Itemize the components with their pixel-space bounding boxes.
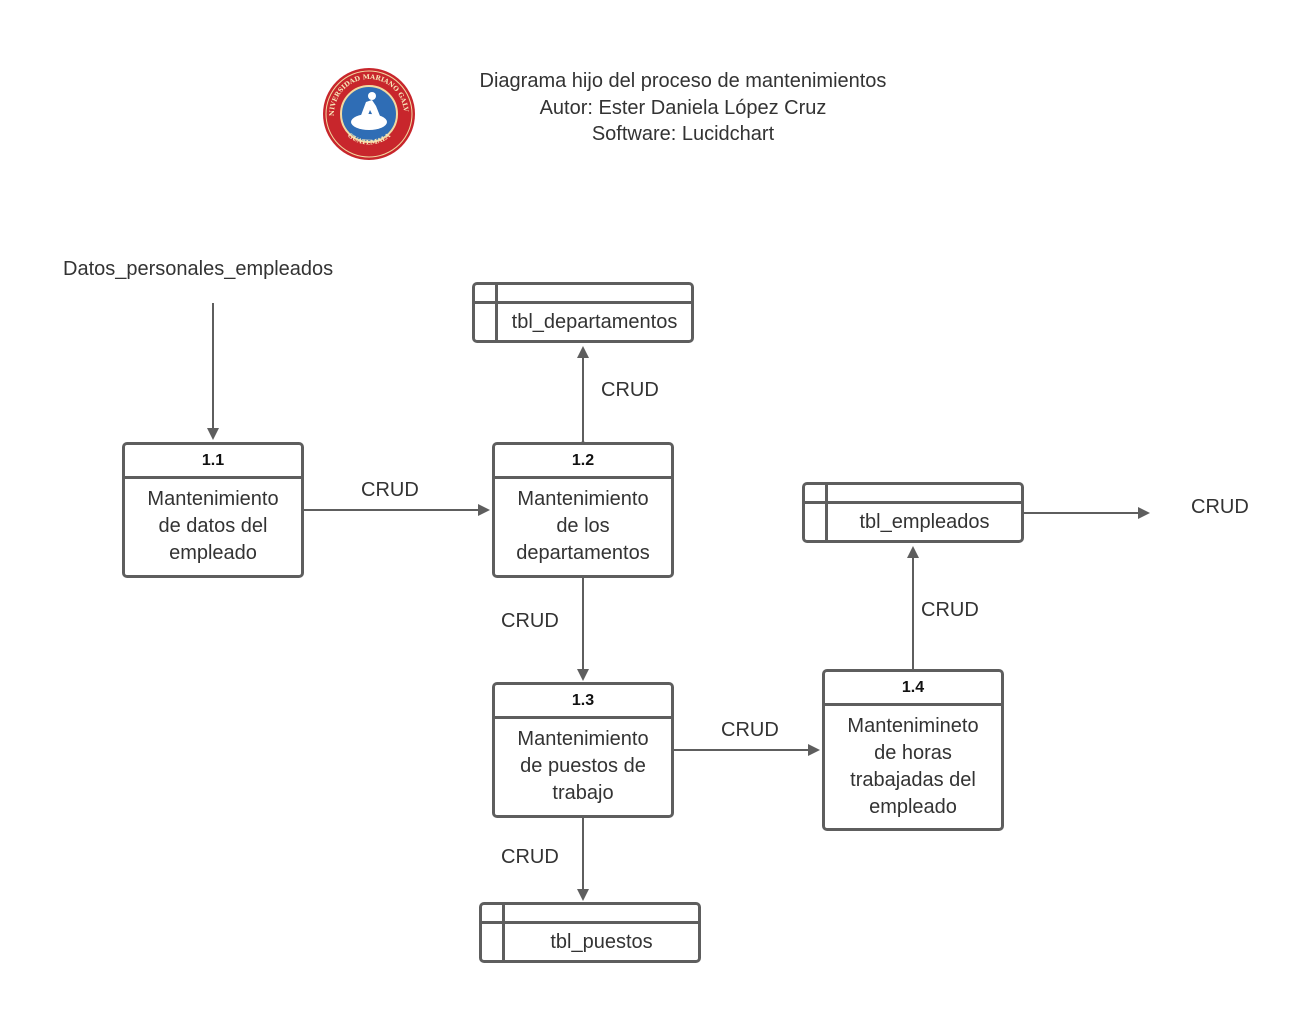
data-store-tbl-puestos: tbl_puestos (479, 902, 701, 963)
process-name-line: trabajadas del (850, 769, 976, 791)
flow-label: CRUD (361, 479, 419, 501)
store-divider (482, 921, 698, 924)
process-id: 1.3 (495, 685, 671, 719)
process-name-line: Mantenimiento (517, 728, 649, 750)
process-name-line: empleado (169, 542, 257, 564)
process-1-4: 1.4 Mantenimineto de horas trabajadas de… (822, 669, 1004, 831)
process-name: Mantenimiento de los departamentos (495, 479, 671, 567)
data-store-tbl-empleados: tbl_empleados (802, 482, 1024, 543)
process-name-line: empleado (869, 796, 957, 818)
process-name: Mantenimiento de puestos de trabajo (495, 719, 671, 807)
university-seal-icon: UNIVERSIDAD MARIANO GALVEZ GUATEMALA (317, 60, 418, 162)
store-name: tbl_puestos (550, 931, 653, 953)
process-1-1: 1.1 Mantenimiento de datos del empleado (122, 442, 304, 578)
flow-label: CRUD (1191, 496, 1249, 518)
process-name-line: de los (556, 515, 610, 537)
process-id: 1.4 (825, 672, 1001, 706)
process-name-line: trabajo (552, 782, 614, 804)
store-divider (502, 905, 505, 960)
process-name-line: Mantenimiento (517, 488, 649, 510)
store-name: tbl_empleados (859, 511, 990, 533)
process-name-line: de datos del (158, 515, 268, 537)
flow-label: CRUD (921, 599, 979, 621)
process-name-line: de horas (874, 742, 952, 764)
flow-label: CRUD (501, 610, 559, 632)
process-id: 1.2 (495, 445, 671, 479)
header-software: Software: Lucidchart (591, 123, 775, 145)
process-1-2: 1.2 Mantenimiento de los departamentos (492, 442, 674, 578)
process-name-line: de puestos de (520, 755, 646, 777)
external-entity-label: Datos_personales_empleados (63, 258, 334, 280)
header-author: Autor: Ester Daniela López Cruz (539, 96, 827, 119)
store-divider (825, 485, 828, 540)
process-1-3: 1.3 Mantenimiento de puestos de trabajo (492, 682, 674, 818)
diagram-header: Diagrama hijo del proceso de mantenimien… (400, 68, 966, 148)
store-divider (805, 501, 1021, 504)
process-name-line: Mantenimiento (147, 488, 279, 510)
process-name-line: Mantenimineto (847, 715, 979, 737)
flow-label: CRUD (501, 846, 559, 868)
flow-label: CRUD (601, 379, 659, 401)
process-name: Mantenimineto de horas trabajadas del em… (825, 706, 1001, 821)
store-divider (495, 285, 498, 340)
store-name: tbl_departamentos (511, 311, 678, 333)
process-name-line: departamentos (516, 542, 650, 564)
store-divider (475, 301, 691, 304)
data-store-tbl-departamentos: tbl_departamentos (472, 282, 694, 343)
process-name: Mantenimiento de datos del empleado (125, 479, 301, 567)
process-id: 1.1 (125, 445, 301, 479)
flow-label: CRUD (721, 719, 779, 741)
header-title: Diagrama hijo del proceso de mantenimien… (479, 70, 887, 92)
